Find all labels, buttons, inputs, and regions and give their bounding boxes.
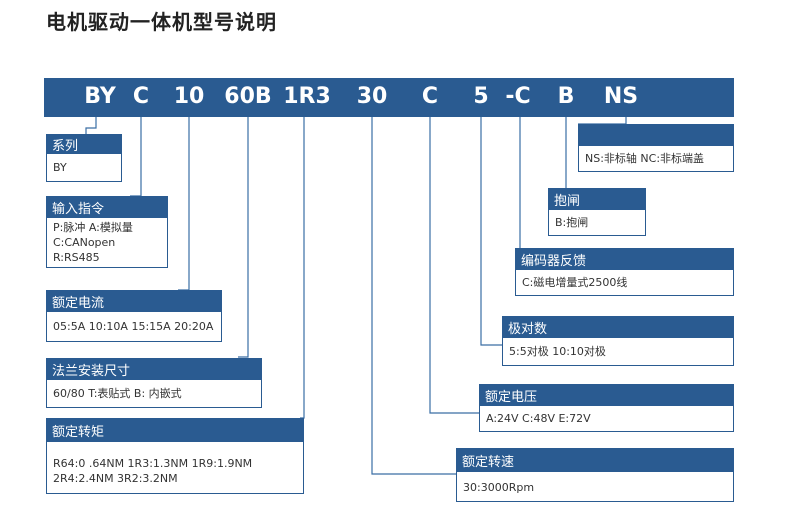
box-brake: 抱闸 B:抱闸 xyxy=(548,188,646,236)
connector-flange xyxy=(238,117,249,358)
connector-encoder xyxy=(515,117,521,270)
box-series: 系列 BY xyxy=(46,134,122,182)
connector-torque xyxy=(300,117,305,419)
box-rated-current-body: 05:5A 10:10A 15:15A 20:20A xyxy=(46,312,222,342)
box-rated-torque-body: R64:0 .64NM 1R3:1.3NM 1R9:1.9NM 2R4:2.4N… xyxy=(46,442,304,494)
box-input-command-body: P:脉冲 A:模拟量 C:CANopen R:RS485 xyxy=(46,218,168,268)
code-seg-torque: 1R3 xyxy=(283,84,331,109)
box-series-header: 系列 xyxy=(46,134,122,154)
code-seg-speed: 30 xyxy=(356,84,388,109)
box-rated-speed: 额定转速 30:3000Rpm xyxy=(456,448,734,502)
box-encoder-body: C:磁电增量式2500线 xyxy=(515,270,734,296)
box-rated-voltage-body: A:24V C:48V E:72V xyxy=(479,406,734,432)
connector-shaft xyxy=(578,117,627,125)
box-flange: 法兰安装尺寸 60/80 T:表贴式 B: 内嵌式 xyxy=(46,358,262,408)
box-shaft: NS:非标轴 NC:非标端盖 xyxy=(578,124,734,172)
encoder-line-1: C:磁电增量式2500线 xyxy=(522,276,628,289)
connector-input xyxy=(130,117,142,197)
flange-line-1: 60/80 T:表贴式 B: 内嵌式 xyxy=(53,387,182,400)
box-pole-pairs-body: 5:5对极 10:10对极 xyxy=(502,338,734,366)
box-brake-header: 抱闸 xyxy=(548,188,646,210)
box-rated-torque-header: 额定转矩 xyxy=(46,418,304,442)
shaft-line-1: NS:非标轴 NC:非标端盖 xyxy=(585,152,705,165)
box-rated-voltage-header: 额定电压 xyxy=(479,384,734,406)
code-seg-series: BY xyxy=(84,84,116,109)
box-rated-voltage: 额定电压 A:24V C:48V E:72V xyxy=(479,384,734,432)
input-line-3: R:RS485 xyxy=(53,251,100,264)
box-rated-speed-header: 额定转速 xyxy=(456,448,734,472)
input-line-2: C:CANopen xyxy=(53,236,116,249)
code-seg-brake: B xyxy=(557,84,575,109)
box-encoder-header: 编码器反馈 xyxy=(515,248,734,270)
model-code-bar xyxy=(44,78,734,117)
code-seg-encoder: -C xyxy=(505,84,531,109)
poles-line-1: 5:5对极 10:10对极 xyxy=(509,345,606,358)
box-series-body: BY xyxy=(46,154,122,182)
current-line-1: 05:5A 10:10A 15:15A 20:20A xyxy=(53,320,214,333)
code-seg-shaft: NS xyxy=(603,84,639,109)
box-encoder: 编码器反馈 C:磁电增量式2500线 xyxy=(515,248,734,296)
code-seg-poles: 5 xyxy=(473,84,489,109)
box-flange-header: 法兰安装尺寸 xyxy=(46,358,262,380)
box-brake-body: B:抱闸 xyxy=(548,210,646,236)
code-seg-current: 10 xyxy=(173,84,205,109)
box-shaft-body: NS:非标轴 NC:非标端盖 xyxy=(578,146,734,172)
code-seg-input: C xyxy=(132,84,150,109)
box-input-command-header: 输入指令 xyxy=(46,196,168,218)
box-flange-body: 60/80 T:表贴式 B: 内嵌式 xyxy=(46,380,262,408)
code-seg-flange: 60B xyxy=(224,84,272,109)
box-rated-speed-body: 30:3000Rpm xyxy=(456,472,734,502)
box-rated-current-header: 额定电流 xyxy=(46,290,222,312)
speed-line-1: 30:3000Rpm xyxy=(463,481,535,494)
torque-line-1: R64:0 .64NM 1R3:1.3NM 1R9:1.9NM xyxy=(53,457,253,470)
box-input-command: 输入指令 P:脉冲 A:模拟量 C:CANopen R:RS485 xyxy=(46,196,168,268)
box-rated-torque: 额定转矩 R64:0 .64NM 1R3:1.3NM 1R9:1.9NM 2R4… xyxy=(46,418,304,494)
box-shaft-header xyxy=(578,124,734,146)
box-pole-pairs: 极对数 5:5对极 10:10对极 xyxy=(502,316,734,366)
connector-speed xyxy=(371,117,456,475)
connector-poles xyxy=(480,117,502,346)
voltage-line-1: A:24V C:48V E:72V xyxy=(486,412,591,425)
box-pole-pairs-header: 极对数 xyxy=(502,316,734,338)
box-rated-current: 额定电流 05:5A 10:10A 15:15A 20:20A xyxy=(46,290,222,342)
page-title: 电机驱动一体机型号说明 xyxy=(46,10,277,34)
torque-line-2: 2R4:2.4NM 3R2:3.2NM xyxy=(53,472,178,485)
series-line-1: BY xyxy=(53,161,67,174)
connector-voltage xyxy=(429,117,479,414)
brake-line-1: B:抱闸 xyxy=(555,216,589,229)
connector-current xyxy=(178,117,190,291)
connector-series xyxy=(85,117,97,135)
code-seg-voltage: C xyxy=(421,84,439,109)
input-line-1: P:脉冲 A:模拟量 xyxy=(53,221,133,234)
